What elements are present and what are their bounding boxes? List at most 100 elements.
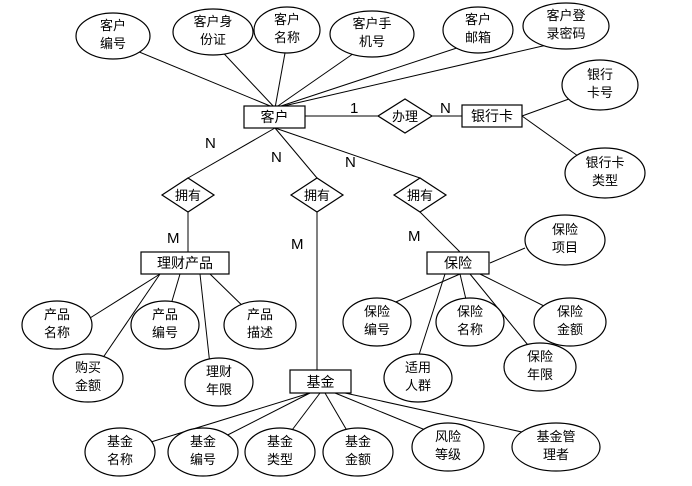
attr-line: 年限 xyxy=(527,368,553,383)
attr-fund-type: 基金 类型 xyxy=(244,427,316,477)
entity-insurance: 保险 xyxy=(426,251,490,275)
attr-product-description: 产品 描述 xyxy=(223,300,297,350)
attr-line: 机号 xyxy=(359,35,385,50)
cardinality-n: N xyxy=(345,154,356,171)
attr-line: 等级 xyxy=(435,447,461,463)
attr-line: 类型 xyxy=(592,174,618,189)
relationship-owns-insurance: 拥有 xyxy=(392,177,448,213)
attr-line: 类型 xyxy=(267,453,293,468)
entity-bank-card: 银行卡 xyxy=(461,104,523,128)
attr-line: 描述 xyxy=(247,326,273,341)
attr-line: 基金 xyxy=(107,434,133,450)
attr-line: 保险 xyxy=(527,350,553,365)
cardinality-m: M xyxy=(291,236,304,253)
attr-product-id: 产品 编号 xyxy=(130,300,200,350)
cardinality-n: N xyxy=(205,135,216,152)
relationship-label: 办理 xyxy=(392,110,418,125)
attr-insurance-item: 保险 项目 xyxy=(524,214,606,266)
cardinality-labels: 1 N N M N M N M xyxy=(167,100,451,253)
attr-fund-id: 基金 编号 xyxy=(167,427,239,477)
attr-insurance-id: 保险 编号 xyxy=(342,297,412,347)
entity-wealth-product: 理财产品 xyxy=(140,251,230,275)
attr-insurance-term: 保险 年限 xyxy=(503,342,577,392)
attr-insurance-amount: 保险 金额 xyxy=(533,297,607,347)
attr-fund-amount: 基金 金额 xyxy=(322,427,394,477)
attr-line: 名称 xyxy=(107,452,133,468)
attr-line: 客户手 xyxy=(352,16,391,32)
attr-line: 名称 xyxy=(457,322,483,338)
relationship-label: 拥有 xyxy=(407,189,433,204)
attr-line: 基金 xyxy=(345,434,371,450)
relationship-handles: 办理 xyxy=(376,98,434,134)
relationship-owns-fund: 拥有 xyxy=(289,177,345,213)
entity-label: 理财产品 xyxy=(157,256,213,272)
entity-fund: 基金 xyxy=(289,369,352,394)
attr-line: 购买 xyxy=(75,360,101,376)
bank-card-attributes: 银行 卡号 银行卡 类型 xyxy=(561,59,646,199)
cardinality-1: 1 xyxy=(350,100,358,117)
attr-line: 产品 xyxy=(152,308,178,323)
relationship-owns-wealth: 拥有 xyxy=(160,177,216,213)
attr-line: 人群 xyxy=(405,379,431,394)
attr-line: 理者 xyxy=(543,448,569,463)
attr-card-number: 银行 卡号 xyxy=(561,59,639,111)
cardinality-m: M xyxy=(408,228,421,245)
attr-customer-id: 客户 编号 xyxy=(75,12,151,60)
attr-line: 产品 xyxy=(44,308,70,323)
attr-line: 基金 xyxy=(190,434,216,450)
attr-line: 编号 xyxy=(100,37,126,52)
attr-product-name: 产品 名称 xyxy=(21,300,93,350)
cardinality-n: N xyxy=(440,100,451,117)
fund-attributes: 基金 名称 基金 编号 基金 类型 基金 金额 风险 等级 基金管 理者 xyxy=(84,422,601,477)
attr-line: 保险 xyxy=(557,305,583,320)
attr-line: 项目 xyxy=(552,241,578,256)
attr-line: 理财 xyxy=(206,365,232,380)
insurance-attributes: 保险 项目 保险 编号 适用 人群 保险 名称 保险 年限 保险 金额 xyxy=(342,214,607,403)
attr-line: 编号 xyxy=(152,326,178,341)
entity-label: 保险 xyxy=(444,256,472,272)
attr-line: 基金 xyxy=(267,434,293,450)
attr-line: 名称 xyxy=(44,325,70,341)
attr-line: 基金管 xyxy=(536,429,575,445)
attr-line: 银行卡 xyxy=(585,156,624,171)
cardinality-n: N xyxy=(271,149,282,166)
attr-line: 适用 xyxy=(405,361,431,376)
attr-target-group: 适用 人群 xyxy=(383,353,453,403)
attr-line: 录密码 xyxy=(546,26,585,42)
attr-insurance-name: 保险 名称 xyxy=(435,297,505,347)
attr-card-type: 银行卡 类型 xyxy=(564,147,646,199)
relationship-label: 拥有 xyxy=(175,189,201,204)
attr-line: 客户 xyxy=(465,12,491,28)
attr-line: 年限 xyxy=(206,383,232,398)
attr-line: 编号 xyxy=(190,453,216,468)
attr-purchase-amount: 购买 金额 xyxy=(52,353,124,403)
attr-line: 名称 xyxy=(274,30,300,46)
attr-line: 客户 xyxy=(274,12,300,28)
attr-line: 保险 xyxy=(364,305,390,320)
entity-label: 客户 xyxy=(261,109,289,126)
attr-customer-name: 客户 名称 xyxy=(253,6,321,54)
attr-line: 卡号 xyxy=(587,86,613,101)
attr-line: 份证 xyxy=(200,33,226,48)
attr-customer-password: 客户登 录密码 xyxy=(522,2,610,50)
attr-line: 金额 xyxy=(557,322,583,338)
attr-wealth-term: 理财 年限 xyxy=(184,357,254,407)
attr-line: 邮箱 xyxy=(465,30,491,46)
relationship-label: 拥有 xyxy=(304,189,330,204)
attr-line: 客户登 xyxy=(546,8,585,24)
attr-line: 风险 xyxy=(435,430,461,445)
entity-label: 基金 xyxy=(307,374,335,391)
attr-line: 编号 xyxy=(364,323,390,338)
attr-line: 客户身 xyxy=(193,14,232,30)
wealth-product-attributes: 产品 名称 购买 金额 产品 编号 理财 年限 产品 描述 xyxy=(21,300,297,407)
attr-line: 产品 xyxy=(247,308,273,323)
attr-customer-email: 客户 邮箱 xyxy=(442,6,514,54)
cardinality-m: M xyxy=(167,230,180,247)
attr-risk-level: 风险 等级 xyxy=(411,422,485,472)
attr-fund-manager: 基金管 理者 xyxy=(511,422,601,472)
attr-line: 保险 xyxy=(457,305,483,320)
attr-line: 保险 xyxy=(552,223,578,238)
customer-attributes: 客户 编号 客户身 份证 客户 名称 客户手 机号 客户 邮箱 客户登 录密码 xyxy=(75,2,610,60)
attr-fund-name: 基金 名称 xyxy=(84,427,156,477)
